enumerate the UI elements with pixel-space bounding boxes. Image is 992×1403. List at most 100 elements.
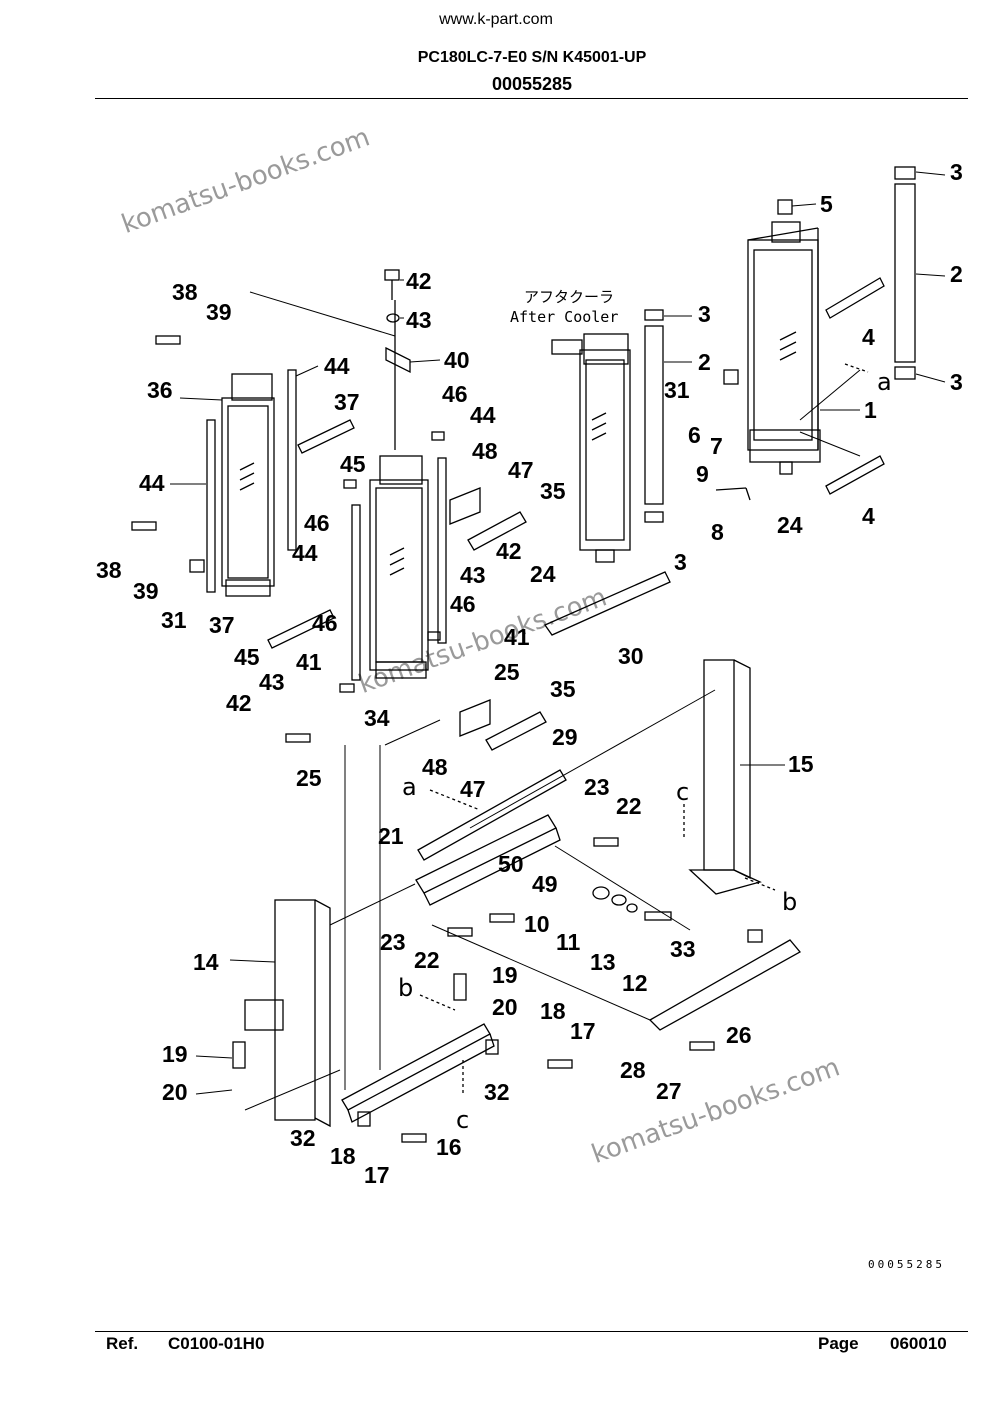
bracket-21	[415, 814, 561, 906]
cover-26	[648, 939, 802, 1031]
callout-44: 44	[292, 540, 318, 566]
ref-letter-c: c	[676, 778, 689, 806]
callout-16: 16	[436, 1134, 462, 1160]
frame-post-14	[244, 899, 331, 1128]
callout-32: 32	[290, 1125, 316, 1151]
callout-19: 19	[492, 962, 518, 988]
callout-35: 35	[550, 676, 576, 702]
ref-label: Ref.	[106, 1334, 139, 1353]
fasteners	[131, 335, 763, 1143]
after-cooler-label-en: After Cooler	[510, 308, 618, 326]
callout-12: 12	[622, 970, 648, 996]
bracket-40	[384, 269, 411, 450]
ref-letter-c: c	[456, 1106, 469, 1134]
callout-15: 15	[788, 751, 814, 777]
callout-9: 9	[696, 461, 709, 487]
callout-5: 5	[820, 191, 833, 217]
callout-1: 1	[864, 397, 877, 423]
callout-19: 19	[162, 1041, 188, 1067]
page-label: Page	[818, 1334, 859, 1353]
callout-3: 3	[950, 369, 963, 395]
site-url: www.k-part.com	[439, 11, 553, 28]
guide-lines	[244, 291, 861, 1111]
hydraulic-cooler-center	[369, 455, 429, 679]
callout-42: 42	[496, 538, 522, 564]
callout-4: 4	[862, 324, 875, 350]
callout-10: 10	[524, 911, 550, 937]
after-cooler-label-jp: アフタクーラ	[524, 288, 614, 306]
callout-44: 44	[324, 353, 350, 379]
callout-46: 46	[450, 591, 476, 617]
callout-3: 3	[674, 549, 687, 575]
callout-39: 39	[206, 299, 232, 325]
ref-letter-a: a	[877, 368, 892, 396]
callout-43: 43	[406, 307, 432, 333]
callout-18: 18	[330, 1143, 356, 1169]
callout-6: 6	[688, 422, 701, 448]
callout-8: 8	[711, 519, 724, 545]
oil-cooler-left	[221, 373, 275, 597]
callout-30: 30	[618, 643, 644, 669]
callout-20: 20	[492, 994, 518, 1020]
callout-23: 23	[380, 929, 406, 955]
callout-33: 33	[670, 936, 696, 962]
callout-26: 26	[726, 1022, 752, 1048]
callout-32: 32	[484, 1079, 510, 1105]
callout-47: 47	[460, 776, 486, 802]
callout-37: 37	[334, 389, 360, 415]
callout-2: 2	[950, 261, 963, 287]
callout-46: 46	[304, 510, 330, 536]
callout-50: 50	[498, 851, 524, 877]
callout-31: 31	[664, 377, 690, 403]
seal-strip-2-cooler	[644, 309, 664, 523]
callout-24: 24	[530, 561, 556, 587]
after-cooler	[551, 333, 631, 563]
seal-strip-2-right	[894, 166, 916, 380]
callout-45: 45	[340, 451, 366, 477]
callout-42: 42	[226, 690, 252, 716]
callout-21: 21	[378, 823, 404, 849]
callout-36: 36	[147, 377, 173, 403]
callout-35: 35	[540, 478, 566, 504]
callout-39: 39	[133, 578, 159, 604]
callout-47: 47	[508, 457, 534, 483]
seal-strips-left	[189, 369, 355, 649]
callout-14: 14	[193, 949, 219, 975]
radiator-core-1	[747, 199, 821, 475]
callout-37: 37	[209, 612, 235, 638]
callout-38: 38	[96, 557, 122, 583]
callout-34: 34	[364, 705, 390, 731]
callout-24: 24	[777, 512, 803, 538]
seal-bar-4-top	[825, 277, 885, 319]
callout-41: 41	[296, 649, 322, 675]
callout-22: 22	[414, 947, 440, 973]
callout-13: 13	[590, 949, 616, 975]
callout-22: 22	[616, 793, 642, 819]
ref-letter-a: a	[402, 773, 417, 801]
seal-strips-center	[339, 431, 447, 693]
callout-43: 43	[259, 669, 285, 695]
ref-value: C0100-01H0	[168, 1334, 265, 1353]
callout-44: 44	[470, 402, 496, 428]
member-29	[417, 769, 567, 861]
frame-post-15	[688, 659, 762, 895]
callout-labels: 3 5 2 4 3 1 3 2 31 6 7 9 8 24 4 3 24 30 …	[96, 159, 963, 1188]
ref-letter-b: b	[398, 974, 413, 1002]
callout-42: 42	[406, 268, 432, 294]
callout-46: 46	[312, 610, 338, 636]
callout-46: 46	[442, 381, 468, 407]
footer-divider	[95, 1331, 968, 1332]
callout-3: 3	[950, 159, 963, 185]
callout-17: 17	[570, 1018, 596, 1044]
brackets-47-48	[449, 487, 547, 751]
callout-7: 7	[710, 433, 723, 459]
callout-43: 43	[460, 562, 486, 588]
callout-38: 38	[172, 279, 198, 305]
callout-20: 20	[162, 1079, 188, 1105]
member-16	[341, 1023, 495, 1123]
model-title: PC180LC-7-E0 S/N K45001-UP	[417, 49, 647, 66]
callout-28: 28	[620, 1057, 646, 1083]
callout-18: 18	[540, 998, 566, 1024]
page-value: 060010	[890, 1334, 947, 1353]
callout-48: 48	[472, 438, 498, 464]
